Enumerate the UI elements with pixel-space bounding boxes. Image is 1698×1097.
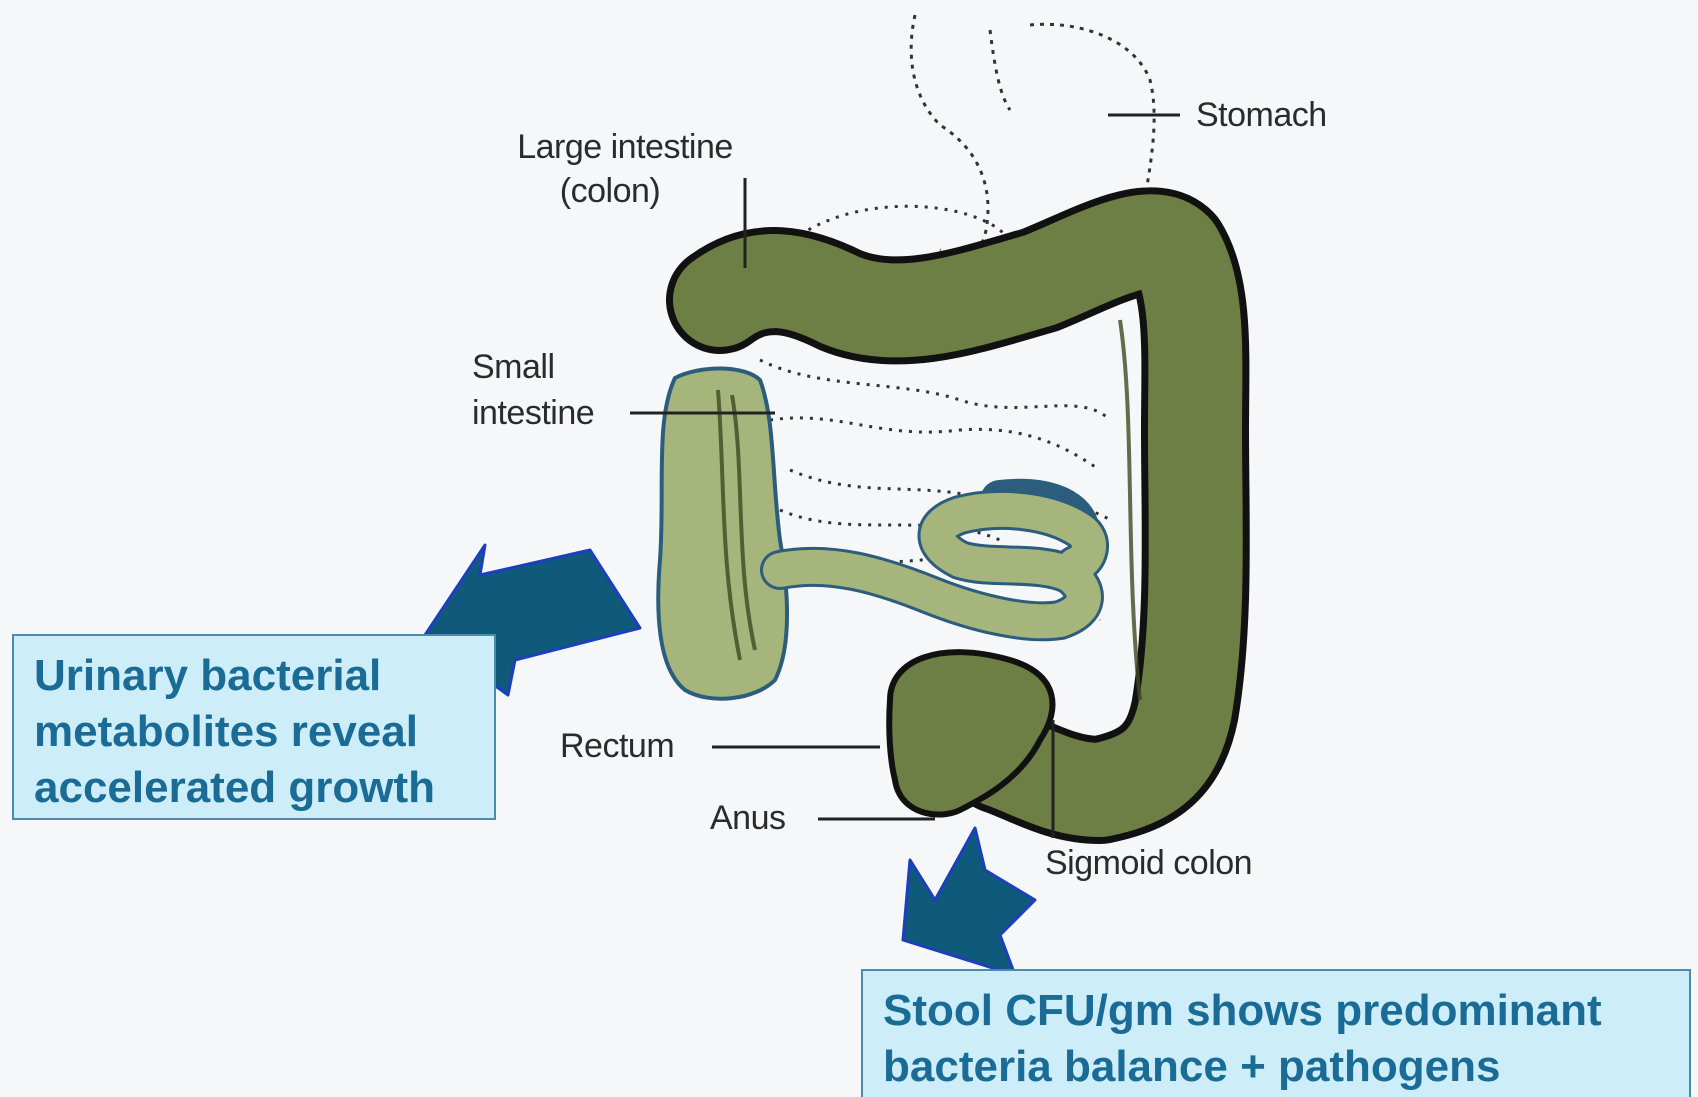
stomach-label: Stomach [1196, 96, 1327, 134]
stool-cfu-callout: Stool CFU/gm shows predominant bacteria … [861, 969, 1691, 1097]
large-intestine-label-line2: (colon) [560, 172, 660, 210]
callout-line: metabolites reveal [34, 704, 474, 760]
anus-label: Anus [710, 799, 786, 837]
callout-line: bacteria balance + pathogens [883, 1039, 1669, 1095]
callout-line: Stool CFU/gm shows predominant [883, 983, 1669, 1039]
large-intestine-label-line1: Large intestine [517, 128, 733, 166]
small-intestine-label-line1: Small [472, 348, 555, 386]
callout-line: accelerated growth [34, 760, 474, 816]
urinary-metabolites-callout: Urinary bacterial metabolites reveal acc… [12, 634, 496, 820]
stool-arrow-icon [903, 828, 1035, 975]
ascending-colon-fill [658, 368, 787, 698]
rectum-label: Rectum [560, 727, 674, 765]
callout-line: Urinary bacterial [34, 648, 474, 704]
small-intestine-label-line2: intestine [472, 394, 594, 432]
sigmoid-colon-label: Sigmoid colon [1045, 844, 1252, 882]
